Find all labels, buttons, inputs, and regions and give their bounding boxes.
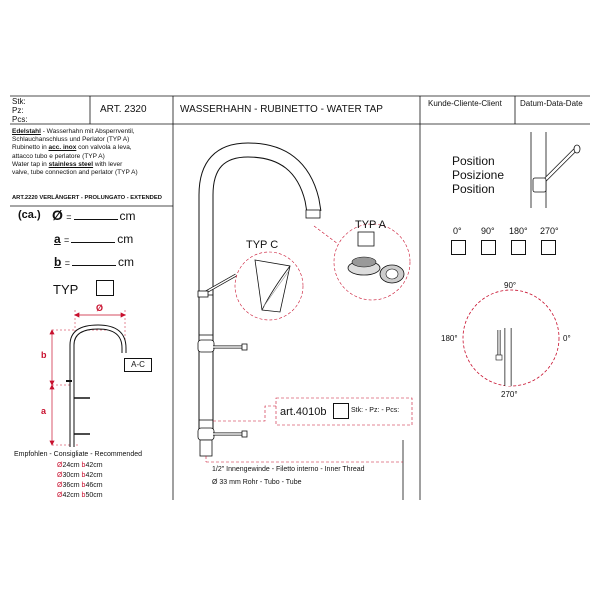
rec-bv: 42cm [85, 472, 103, 479]
typ-c-label: TYP C [246, 239, 279, 251]
small-a-label: a [41, 406, 47, 416]
rec-bv: 46cm [85, 482, 103, 489]
diameter-symbol: Ø [52, 207, 63, 223]
header-stk: Stk: [12, 97, 26, 106]
pos-270-label: 270° [540, 226, 559, 236]
b-input[interactable] [71, 255, 116, 266]
recommended-row: Ø36cm b46cm [57, 481, 103, 491]
desc-de-typ: (TYP A) [106, 136, 130, 144]
rec-b: b [81, 492, 86, 499]
main-tap-drawing [197, 142, 413, 463]
a-row: a = cm [54, 232, 133, 246]
pos-0-checkbox[interactable] [451, 240, 466, 255]
rec-d: Ø [57, 462, 63, 469]
b-symbol: b [54, 255, 62, 269]
page-title: WASSERHAHN - RUBINETTO - WATER TAP [180, 104, 383, 115]
position-en: Position [452, 182, 495, 196]
desc-en-2: valve, tube connection and perlator [12, 169, 115, 177]
eq-sign: = [66, 212, 72, 222]
rec-b: b [81, 462, 86, 469]
material-de: Edelstahl [12, 128, 41, 135]
accessory-checkbox[interactable] [333, 403, 349, 419]
rec-bv: 42cm [85, 462, 103, 469]
small-b-label: b [41, 350, 47, 360]
a-symbol: a [54, 232, 61, 246]
material-it: acc. inox [48, 144, 77, 152]
desc-de-2: Schlauchanschluss und Perlator [12, 136, 107, 144]
a-input[interactable] [71, 232, 116, 243]
small-diameter-label: Ø [96, 303, 104, 313]
approx-label: (ca.) [18, 209, 41, 221]
rec-dv: 36cm [62, 482, 80, 489]
accessory-qty-label: Stk: - Pz: - Pcs: [351, 407, 400, 414]
date-field-label: Datum-Data-Date [520, 99, 583, 108]
b-row: b = cm [54, 255, 134, 269]
rec-d: Ø [57, 472, 63, 479]
eq-sign: = [64, 258, 70, 268]
recommended-row: Ø30cm b42cm [57, 471, 103, 481]
header-pcs: Pcs: [12, 115, 28, 124]
rec-bv: 50cm [85, 492, 103, 499]
desc-it-2: attacco tubo e perlatore [12, 152, 83, 160]
pos-180-checkbox[interactable] [511, 240, 526, 255]
pos-180-label: 180° [509, 226, 528, 236]
desc-de-1: - Wasserhahn mit Absperrventil, [40, 128, 135, 135]
typ-a-label: TYP A [355, 219, 386, 231]
accessory-article: art.4010b [280, 406, 327, 418]
rec-dv: 24cm [62, 462, 80, 469]
desc-en-typ: (TYP A) [114, 169, 138, 177]
recommended-title: Empfohlen - Consigliate - Recommended [14, 451, 143, 458]
pos-0-label: 0° [453, 226, 462, 236]
recommended-row: Ø42cm b50cm [57, 491, 103, 501]
desc-it-1b: con valvola a leva, [76, 144, 132, 152]
dial-bottom-label: 270° [501, 390, 518, 399]
rec-b: b [81, 472, 86, 479]
header-grid [10, 95, 590, 500]
position-topview-drawing [530, 132, 581, 208]
client-field-label: Kunde-Cliente-Client [428, 99, 502, 108]
typ-checkbox[interactable] [96, 280, 114, 296]
typ-label: TYP [53, 282, 79, 297]
small-ac-label: A-C [124, 358, 152, 372]
extended-version: ART.2220 VERLÄNGERT - PROLUNGATO - EXTEN… [12, 195, 162, 201]
dial-right-label: 0° [563, 334, 571, 343]
desc-en-1b: with lever [93, 160, 123, 168]
desc-it-1a: Rubinetto in [12, 144, 49, 152]
description: Edelstahl - Wasserhahn mit Absperrventil… [12, 128, 138, 177]
pos-270-checkbox[interactable] [541, 240, 556, 255]
position-heading: Position Posizione Position [452, 154, 504, 196]
rec-dv: 42cm [62, 492, 80, 499]
rec-d: Ø [57, 492, 63, 499]
desc-en-1a: Water tap in [12, 160, 49, 168]
diameter-input[interactable] [73, 209, 118, 220]
dial-left-label: 180° [441, 334, 458, 343]
recommended-row: Ø24cm b42cm [57, 461, 103, 471]
material-en: stainless steel [48, 160, 94, 168]
eq-sign: = [64, 235, 70, 245]
rec-dv: 30cm [62, 472, 80, 479]
recommended-list: Ø24cm b42cm Ø30cm b42cm Ø36cm b46cm Ø42c… [57, 461, 103, 501]
position-de: Position [452, 154, 495, 168]
unit-cm: cm [119, 209, 136, 223]
position-it: Posizione [452, 168, 505, 182]
pos-90-checkbox[interactable] [481, 240, 496, 255]
unit-cm: cm [117, 232, 134, 246]
pos-90-label: 90° [481, 226, 495, 236]
rec-b: b [81, 482, 86, 489]
header-pz: Pz: [12, 106, 24, 115]
position-dial [462, 289, 560, 387]
desc-it-typ: (TYP A) [82, 152, 105, 160]
diameter-row: Ø = cm [52, 207, 136, 223]
thread-note: 1/2" Innengewinde - Filetto interno - In… [212, 466, 365, 473]
rec-d: Ø [57, 482, 63, 489]
dial-top-label: 90° [504, 281, 517, 290]
article-number: ART. 2320 [100, 104, 147, 115]
small-tap-drawing [49, 310, 127, 447]
unit-cm: cm [117, 255, 134, 269]
tube-note: Ø 33 mm Rohr - Tubo - Tube [212, 479, 302, 486]
